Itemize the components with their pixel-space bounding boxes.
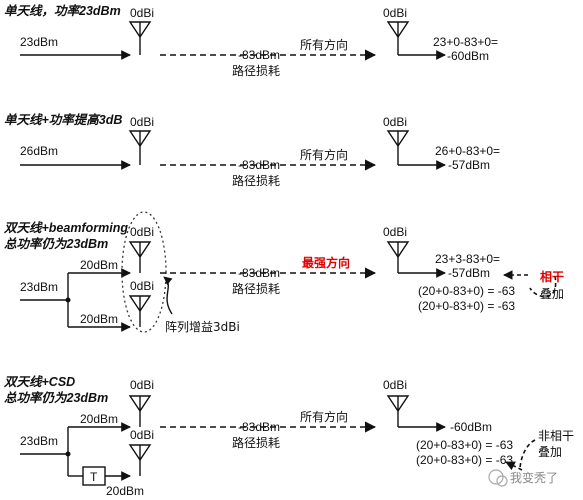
tx-antenna-gain-bottom: 0dBi (130, 428, 154, 442)
panel-single-antenna-plus3db: 单天线+功率提高3dB 26dBm 0dBi -83dBm 路径损耗 所有方向 … (4, 113, 500, 188)
component-sum-2: (20+0-83+0) = -63 (418, 299, 515, 313)
panel-title-line1: 双天线+beamforming (3, 221, 128, 235)
path-loss-label: 路径损耗 (232, 173, 280, 188)
calc-result: -60dBm (447, 49, 489, 63)
rx-antenna-icon (386, 241, 410, 259)
panel-title-line2: 总功率仍为23dBm (4, 391, 108, 405)
tx-antenna-icon (128, 130, 152, 148)
rx-antenna-gain: 0dBi (383, 6, 407, 20)
panel-title-line1: 双天线+CSD (3, 375, 75, 389)
rx-antenna-icon (386, 21, 410, 39)
rx-antenna-icon (386, 395, 410, 413)
tx-antenna-gain-top: 0dBi (130, 225, 154, 239)
component-sum-2: (20+0-83+0) = -63 (416, 453, 513, 467)
tx-antenna-top-icon (128, 241, 152, 259)
wechat-icon-bubble (496, 475, 508, 487)
result-value: -60dBm (450, 420, 492, 434)
calc-line-1: 23+3-83+0= (435, 252, 500, 266)
path-loss-value: -83dBm (238, 420, 280, 434)
cyclic-delay-label: T (90, 470, 98, 484)
branch-top-power: 20dBm (80, 412, 118, 426)
calc-result: -57dBm (448, 266, 490, 280)
antenna-array-outline (121, 211, 167, 333)
non-coherent-label-line1: 非相干 (538, 429, 574, 443)
non-coherent-arrow (505, 461, 523, 471)
watermark-text: 我变秃了 (510, 470, 558, 485)
branch-bottom-power: 20dBm (80, 312, 118, 326)
path-loss-label: 路径损耗 (232, 281, 280, 296)
rx-antenna-icon (386, 130, 410, 148)
panel-dual-antenna-beamforming: 双天线+beamforming 总功率仍为23dBm 23dBm 20dBm 2… (3, 211, 564, 334)
tx-antenna-gain-top: 0dBi (130, 378, 154, 392)
component-sum-1: (20+0-83+0) = -63 (418, 284, 515, 298)
direction-label: 所有方向 (300, 409, 348, 424)
branch-bottom-power: 20dBm (106, 484, 144, 498)
tx-antenna-top-icon (128, 395, 152, 413)
panel-single-antenna: 单天线，功率23dBm 23dBm 0dBi -83dBm 路径损耗 所有方向 … (4, 4, 498, 78)
panel-title: 单天线，功率23dBm (4, 4, 121, 18)
tx-antenna-gain: 0dBi (130, 6, 154, 20)
path-loss-value: -83dBm (238, 266, 280, 280)
wechat-icon (488, 469, 504, 485)
coherent-label-line1: 相干 (540, 269, 564, 284)
coherent-label-line2: 叠加 (540, 287, 564, 301)
tx-antenna-bottom-icon (128, 444, 152, 462)
path-loss-value: -83dBm (238, 48, 280, 62)
rx-antenna-gain: 0dBi (383, 225, 407, 239)
input-power-label: 23dBm (20, 280, 58, 294)
path-loss-value: -83dBm (238, 158, 280, 172)
calc-line-1: 26+0-83+0= (435, 144, 500, 158)
input-power-label: 23dBm (20, 434, 58, 448)
direction-label: 所有方向 (300, 147, 348, 162)
non-coherent-label-line2: 叠加 (538, 445, 562, 459)
tx-antenna-gain: 0dBi (130, 115, 154, 129)
non-coherent-curve (519, 439, 536, 471)
array-gain-label: 阵列增益3dBi (165, 320, 240, 334)
panel-title: 单天线+功率提高3dB (4, 113, 122, 127)
rx-antenna-gain: 0dBi (383, 378, 407, 392)
direction-label-strongest: 最强方向 (302, 255, 350, 270)
input-power-label: 23dBm (20, 35, 58, 49)
path-loss-label: 路径损耗 (232, 435, 280, 450)
panel-title-line2: 总功率仍为23dBm (4, 237, 108, 251)
tx-antenna-gain-bottom: 0dBi (130, 279, 154, 293)
tx-antenna-bottom-icon (128, 295, 152, 313)
calc-result: -57dBm (448, 158, 490, 172)
panel-dual-antenna-csd: 双天线+CSD 总功率仍为23dBm 23dBm 20dBm T 20dBm 0… (3, 375, 574, 498)
branch-top-power: 20dBm (80, 258, 118, 272)
calc-line-1: 23+0-83+0= (433, 35, 498, 49)
tx-antenna-icon (128, 21, 152, 39)
rx-antenna-gain: 0dBi (383, 115, 407, 129)
component-sum-1: (20+0-83+0) = -63 (416, 438, 513, 452)
watermark: 我变秃了 (488, 469, 558, 487)
path-loss-label: 路径损耗 (232, 63, 280, 78)
input-power-label: 26dBm (20, 144, 58, 158)
array-gain-pointer (163, 276, 173, 315)
direction-label: 所有方向 (300, 37, 348, 52)
